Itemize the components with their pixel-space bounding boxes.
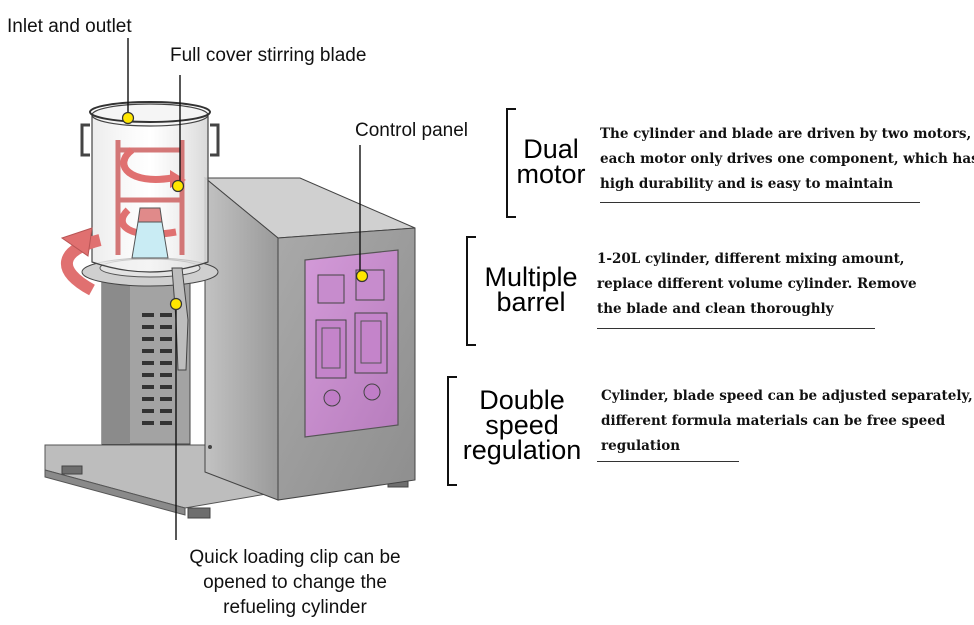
feature-title-dual-motor: Dual motor <box>508 134 594 189</box>
feature-title-line: Dual <box>523 134 579 164</box>
underline-double-speed <box>597 461 739 462</box>
bracket-multiple-barrel <box>466 236 476 346</box>
inner-cone <box>131 221 169 259</box>
label-inlet-outlet: Inlet and outlet <box>7 16 132 37</box>
underline-multiple-barrel <box>597 328 875 329</box>
label-quick-clip: Quick loading clip can be opened to chan… <box>160 545 430 620</box>
feature-title-line: regulation <box>462 435 582 465</box>
glass-cylinder <box>91 114 209 273</box>
label-stirring-blade: Full cover stirring blade <box>170 45 367 66</box>
label-quick-clip-line3: refueling cylinder <box>223 597 367 618</box>
feature-desc-line: regulation <box>601 438 681 454</box>
feature-desc-line: different formula materials can be free … <box>601 413 946 429</box>
feature-title-double-speed: Double speed regulation <box>454 385 590 465</box>
feature-title-line: speed <box>485 410 559 440</box>
vent-slots <box>142 313 172 425</box>
feature-desc-line: replace different volume cylinder. Remov… <box>597 276 917 292</box>
feature-desc-double-speed: Cylinder, blade speed can be adjusted se… <box>601 384 973 459</box>
feature-title-line: Multiple <box>484 262 578 292</box>
feature-desc-line: each motor only drives one component, wh… <box>600 151 974 167</box>
feature-title-line: motor <box>516 159 586 189</box>
feature-desc-line: high durability and is easy to maintain <box>600 176 894 192</box>
label-control-panel: Control panel <box>355 120 469 141</box>
label-quick-clip-line1: Quick loading clip can be <box>189 547 401 568</box>
knob-right <box>363 383 381 401</box>
feature-title-line: barrel <box>496 287 566 317</box>
swirl-arrow-top <box>120 147 173 183</box>
display-left <box>317 274 345 304</box>
underline-dual-motor <box>600 202 920 203</box>
feature-desc-dual-motor: The cylinder and blade are driven by two… <box>600 122 974 197</box>
callout-markers <box>121 111 369 311</box>
feature-desc-line: The cylinder and blade are driven by two… <box>600 126 972 142</box>
feature-title-line: Double <box>479 385 565 415</box>
feature-title-multiple-barrel: Multiple barrel <box>475 262 587 317</box>
knob-left <box>323 389 341 407</box>
feature-desc-line: Cylinder, blade speed can be adjusted se… <box>601 388 973 404</box>
control-box-left <box>315 319 347 379</box>
feature-desc-line: 1-20L cylinder, different mixing amount, <box>597 251 905 267</box>
feature-desc-multiple-barrel: 1-20L cylinder, different mixing amount,… <box>597 247 917 322</box>
bracket-dual-motor <box>506 108 516 218</box>
label-quick-clip-line2: opened to change the <box>203 572 387 593</box>
bracket-double-speed <box>447 376 457 486</box>
feature-desc-line: the blade and clean thoroughly <box>597 301 834 317</box>
control-box-right <box>354 312 388 374</box>
